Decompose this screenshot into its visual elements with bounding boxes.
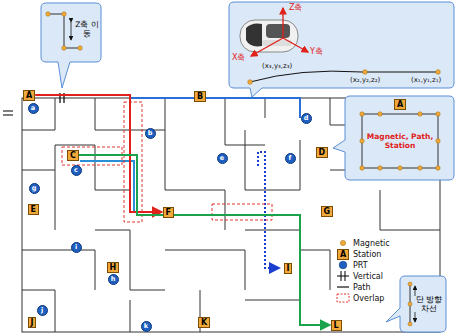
legend-text: Magnetic	[353, 239, 390, 248]
route-path	[79, 155, 330, 325]
node-text: I	[287, 264, 290, 273]
node-text: j	[38, 306, 47, 315]
grid-lines	[22, 98, 440, 332]
station-box: B	[194, 91, 206, 102]
node-text: f	[286, 154, 295, 163]
station-box: L	[331, 320, 342, 331]
station-box: C	[67, 150, 79, 161]
legend-text: Path	[353, 283, 371, 292]
node-text: K	[201, 318, 207, 327]
prt-vehicle-marker: g	[29, 183, 40, 194]
station-box: K	[198, 317, 210, 328]
node-text: h	[109, 275, 118, 284]
axis-label: Y축	[310, 48, 323, 56]
callout-text-box: 단 방향 차선	[415, 295, 443, 313]
station-box: G	[321, 206, 334, 217]
z-move-figure	[46, 12, 82, 50]
station-box: F	[163, 207, 174, 218]
legend-text: PRT	[353, 261, 368, 270]
station-box: A	[394, 99, 406, 110]
prt-vehicle-marker: k	[141, 321, 152, 332]
node-text: Z축 이동	[75, 20, 99, 38]
prt-vehicle-marker: a	[28, 103, 39, 114]
prt-vehicle-marker: f	[285, 153, 296, 164]
node-text: B	[197, 92, 203, 101]
legend-samples	[337, 240, 349, 302]
prt-vehicle-marker: h	[108, 274, 119, 285]
node-text: A	[397, 100, 403, 109]
prt-vehicle-marker: b	[145, 128, 156, 139]
legend-text: Station	[353, 250, 381, 259]
node-text: i	[72, 243, 81, 252]
node-text: F	[166, 208, 171, 217]
station-box: A	[23, 90, 35, 101]
node-text: H	[110, 263, 117, 272]
blue-paths	[80, 98, 300, 268]
node-text: A	[340, 250, 346, 259]
node-text: D	[319, 148, 326, 157]
node-text: L	[334, 321, 339, 330]
node-text: C	[70, 151, 76, 160]
station-box: D	[316, 147, 329, 158]
coordinate-label: (x₁,y₁,z₁)	[411, 76, 441, 84]
node-text: A	[26, 91, 32, 100]
callout-text-box: Magnetic, Path, StationA	[363, 132, 437, 150]
node-text: e	[218, 154, 227, 163]
coordinate-label: (x₂,y₂,z₂)	[350, 76, 380, 84]
prt-vehicle-marker: e	[217, 153, 228, 164]
station-box: A	[337, 249, 349, 260]
one-way-lane-figure	[408, 282, 415, 326]
prt-vehicle-marker: d	[301, 113, 312, 124]
overlap-boxes	[62, 102, 272, 222]
prt-vehicle-marker: c	[71, 165, 82, 176]
legend-text: Vertical	[353, 272, 383, 281]
node-text: c	[72, 166, 81, 175]
node-text: J	[31, 318, 34, 327]
station-box: J	[28, 317, 37, 328]
callout-text-box: Z축 이동	[75, 20, 99, 38]
prt-vehicle	[240, 8, 440, 84]
station-box: I	[284, 263, 293, 274]
node-text: E	[31, 205, 36, 214]
station-box: H	[107, 262, 120, 273]
node-text: d	[302, 114, 311, 123]
coordinate-label: (x₃,y₃,z₃)	[262, 62, 292, 70]
node-text: 단 방향 차선	[415, 295, 443, 313]
station-box: E	[28, 204, 39, 215]
route-path	[35, 95, 161, 212]
node-text: k	[142, 322, 151, 331]
prt-vehicle-marker: j	[37, 305, 48, 316]
node-text: Magnetic, Path, Station	[363, 132, 437, 150]
node-text: g	[30, 184, 39, 193]
legend-text: Overlap	[353, 294, 384, 303]
node-text: b	[146, 129, 155, 138]
axis-label: Z축	[289, 4, 302, 12]
station-loop-figure	[360, 112, 440, 170]
callout-bubbles	[41, 2, 454, 332]
node-text: a	[29, 104, 38, 113]
node-text: G	[324, 207, 331, 216]
prt-vehicle-marker: i	[71, 242, 82, 253]
axis-label: X축	[232, 54, 245, 62]
